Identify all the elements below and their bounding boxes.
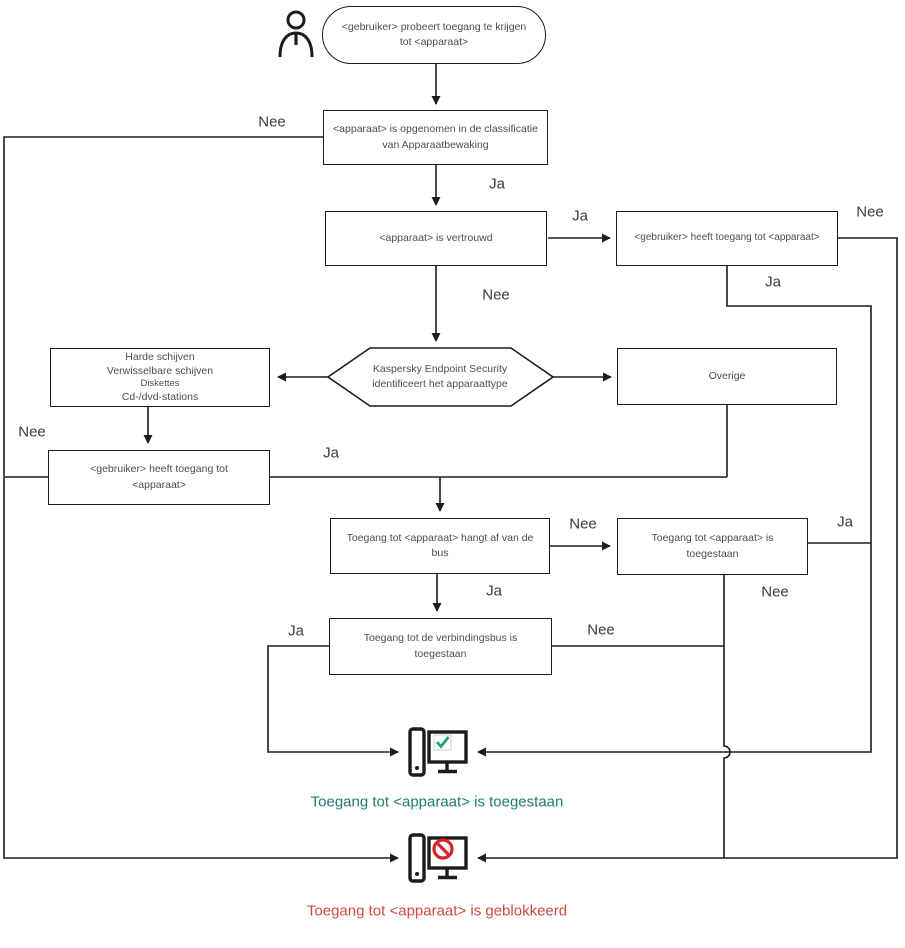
label-allowedbox-ja: Ja <box>837 513 853 531</box>
block-icon <box>432 838 454 860</box>
outcome-blocked-text: Toegang tot <apparaat> is geblokkeerd <box>306 902 568 920</box>
start-node: <gebruiker> probeert toegang te krijgen … <box>322 6 546 64</box>
node-user-access-right: <gebruiker> heeft toegang tot <apparaat> <box>616 211 838 266</box>
user-icon <box>278 10 314 58</box>
identify-hexagon-shape <box>326 347 555 407</box>
label-useraccess-left-nee: Nee <box>18 423 46 441</box>
label-classification-ja: Ja <box>489 175 505 193</box>
node-classification: <apparaat> is opgenomen in de classifica… <box>323 110 548 165</box>
label-trusted-nee: Nee <box>482 286 510 304</box>
label-busdependent-ja: Ja <box>486 582 502 600</box>
node-identify: Kaspersky Endpoint Security identificeer… <box>372 362 508 390</box>
label-useraccess-ja: Ja <box>765 273 781 291</box>
node-access-allowed: Toegang tot <apparaat> is toegestaan <box>617 518 808 575</box>
label-allowedbox-nee: Nee <box>761 583 789 601</box>
computer-allowed-icon <box>408 727 468 777</box>
connector-useraccess-nee-to-blocked <box>477 237 898 863</box>
node-other: Overige <box>617 348 837 405</box>
label-classification-nee: Nee <box>258 113 286 131</box>
node-trusted: <apparaat> is vertrouwd <box>325 211 547 266</box>
connector-busallowed-ja-to-allowed <box>267 645 399 757</box>
label-useraccess-left-ja: Ja <box>323 444 339 462</box>
label-useraccess-nee: Nee <box>856 203 884 221</box>
node-bus-allowed: Toegang tot de verbindingsbus is toegest… <box>329 618 552 675</box>
label-busallowed-nee: Nee <box>587 621 615 639</box>
computer-blocked-icon <box>408 833 468 883</box>
node-drive-types: Harde schijven Verwisselbare schijven Di… <box>50 348 270 407</box>
connector-classification-nee-to-blocked <box>3 136 399 863</box>
label-busdependent-nee: Nee <box>569 515 597 533</box>
node-user-access-left: <gebruiker> heeft toegang tot <apparaat> <box>48 450 270 505</box>
connector-allowedbox-nee-to-blocked <box>723 575 731 858</box>
connector-useraccess-ja-to-allowed <box>477 266 872 757</box>
label-trusted-ja: Ja <box>572 207 588 225</box>
label-busallowed-ja: Ja <box>288 622 304 640</box>
node-bus-dependent: Toegang tot <apparaat> hangt af van de b… <box>330 518 550 574</box>
outcome-allowed-text: Toegang tot <apparaat> is toegestaan <box>310 793 564 811</box>
check-icon <box>435 736 450 749</box>
